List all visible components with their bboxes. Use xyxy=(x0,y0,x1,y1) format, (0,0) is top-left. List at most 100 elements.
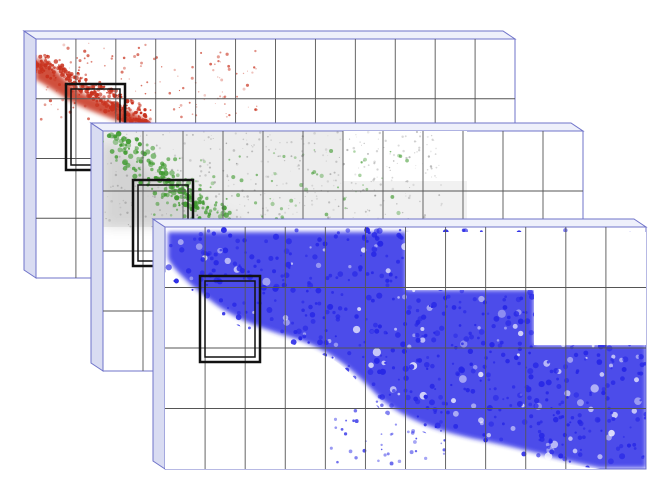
green-speck xyxy=(163,187,168,191)
red-speck xyxy=(84,89,89,94)
green-speck xyxy=(273,172,277,176)
red-speck xyxy=(48,99,53,103)
gray-speck xyxy=(210,138,212,140)
red-speck xyxy=(116,113,120,117)
red-speck xyxy=(135,90,137,92)
gray-speck xyxy=(296,165,298,168)
blue-nucleus xyxy=(304,314,308,317)
blue-nucleus xyxy=(325,276,330,281)
gray-speck xyxy=(438,194,441,197)
blue-gap xyxy=(395,417,400,422)
blue-nucleus xyxy=(516,401,523,408)
red-speck xyxy=(63,66,65,69)
gray-speck xyxy=(268,148,270,151)
red-speck xyxy=(111,92,115,96)
gray-speck xyxy=(217,210,219,212)
gray-speck xyxy=(232,149,236,152)
blue-nucleus xyxy=(379,368,386,375)
gray-speck xyxy=(384,213,387,216)
blue-nucleus xyxy=(371,246,378,253)
red-speck xyxy=(227,64,231,68)
gray-speck xyxy=(266,175,270,178)
gray-speck xyxy=(346,207,348,210)
gray-speck xyxy=(180,170,182,172)
gray-speck xyxy=(272,200,274,202)
green-speck xyxy=(315,173,319,176)
green-speck xyxy=(163,170,169,176)
blue-nucleus xyxy=(428,304,431,307)
green-speck xyxy=(115,131,122,137)
green-speck xyxy=(177,201,181,205)
gray-speck xyxy=(429,165,433,168)
blue-nucleus xyxy=(409,390,413,394)
blue-nucleus xyxy=(198,237,203,241)
blue-nucleus xyxy=(538,380,545,388)
blue-nucleus xyxy=(222,247,229,254)
green-speck xyxy=(253,201,258,205)
gray-speck xyxy=(362,160,365,162)
green-speck xyxy=(299,182,304,188)
blue-nucleus xyxy=(582,427,586,430)
gray-speck xyxy=(405,195,407,197)
green-speck xyxy=(175,208,179,211)
red-speck xyxy=(58,68,64,74)
gray-speck xyxy=(311,184,314,187)
gray-speck xyxy=(389,169,391,172)
blue-nucleus xyxy=(413,396,419,402)
gray-speck xyxy=(152,195,154,197)
gray-speck xyxy=(120,186,123,188)
gray-speck xyxy=(278,213,281,216)
blue-gap xyxy=(545,442,550,447)
gray-speck xyxy=(424,172,427,174)
gray-speck xyxy=(419,200,421,203)
blue-nucleus xyxy=(334,335,337,338)
blue-gap xyxy=(360,247,367,253)
red-speck xyxy=(146,81,149,84)
red-speck xyxy=(97,104,100,106)
gray-speck xyxy=(329,216,331,218)
blue-nucleus xyxy=(280,274,284,278)
red-speck xyxy=(168,91,172,95)
gray-speck xyxy=(337,174,340,176)
gray-speck xyxy=(285,182,288,185)
gray-speck xyxy=(313,188,315,190)
blue-nucleus xyxy=(415,319,421,325)
blue-nucleus xyxy=(396,259,401,264)
gray-speck xyxy=(210,135,212,137)
blue-nucleus xyxy=(601,387,606,392)
blue-nucleus xyxy=(565,395,569,399)
red-speck xyxy=(216,55,220,59)
blue-nucleus xyxy=(305,289,309,293)
blue-nucleus xyxy=(317,237,322,242)
red-speck xyxy=(144,92,147,95)
red-speck xyxy=(125,104,128,107)
gray-speck xyxy=(290,141,293,144)
gray-speck xyxy=(212,138,214,140)
blue-nucleus xyxy=(347,278,351,282)
blue-nucleus xyxy=(588,429,592,433)
blue-nucleus xyxy=(438,394,443,400)
gray-speck xyxy=(366,131,370,134)
blue-nucleus xyxy=(310,318,316,324)
gray-speck xyxy=(401,211,404,214)
blue-nucleus xyxy=(403,375,409,381)
gray-speck xyxy=(363,142,365,145)
red-speck xyxy=(203,94,207,97)
red-speck xyxy=(225,52,229,56)
red-speck xyxy=(45,88,48,91)
gray-speck xyxy=(119,203,121,205)
green-slab-side xyxy=(90,122,104,372)
blue-nucleus xyxy=(391,388,396,393)
red-speck xyxy=(93,93,95,96)
red-speck xyxy=(95,103,100,108)
gray-speck xyxy=(322,154,325,157)
gray-speck xyxy=(313,142,316,145)
gray-speck xyxy=(397,144,400,147)
blue-nucleus xyxy=(429,383,435,389)
red-speck xyxy=(106,91,108,94)
red-speck xyxy=(188,101,191,104)
gray-speck xyxy=(327,154,329,156)
green-speck xyxy=(194,201,198,205)
blue-gap xyxy=(567,356,574,363)
